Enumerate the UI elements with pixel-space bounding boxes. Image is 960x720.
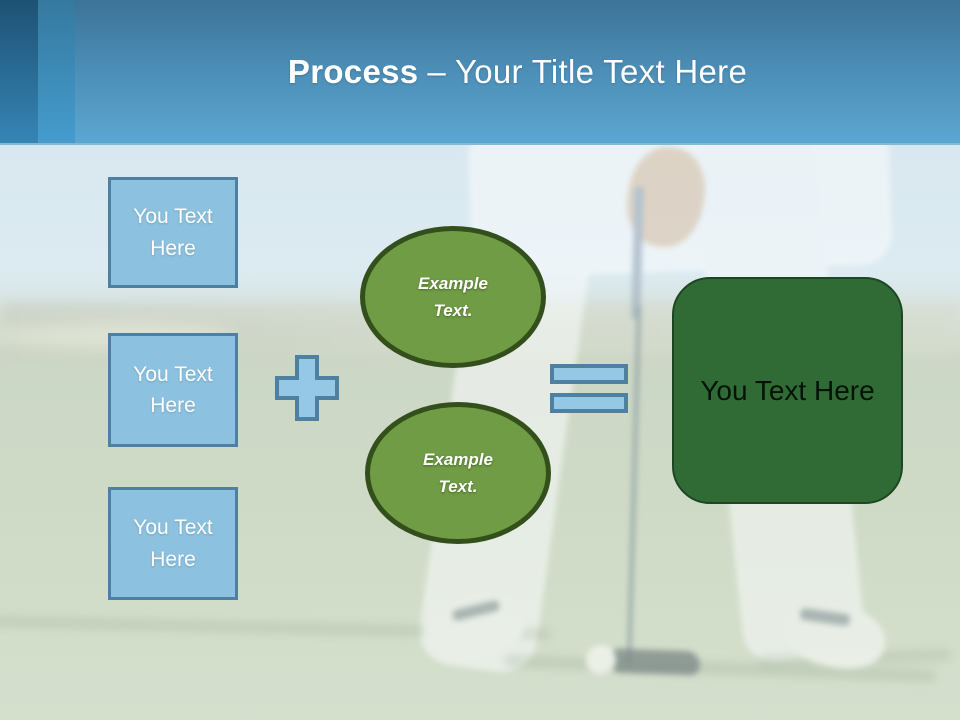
process-box-2[interactable]: You Text Here (108, 333, 238, 447)
slide-title-rest: – Your Title Text Here (427, 52, 748, 90)
accent-stripe-mid (38, 0, 75, 143)
plus-icon (275, 355, 339, 421)
example-circle-2-label: Example Text. (423, 449, 493, 496)
golfer-photo (0, 113, 960, 720)
slide-title[interactable]: Process – Your Title Text Here (75, 0, 960, 143)
accent-stripe-dark (0, 0, 38, 143)
result-box-label: You Text Here (700, 374, 875, 406)
example-circle-1-label: Example Text. (418, 273, 488, 320)
header-band: Process – Your Title Text Here (0, 0, 960, 145)
equals-bar-top (550, 364, 628, 384)
process-box-3-label: You Text Here (133, 516, 213, 571)
process-box-1[interactable]: You Text Here (108, 177, 238, 288)
process-box-3[interactable]: You Text Here (108, 487, 238, 600)
slide-title-keyword: Process (287, 52, 419, 90)
equals-bar-bottom (550, 393, 628, 413)
result-box[interactable]: You Text Here (672, 277, 903, 504)
example-circle-2[interactable]: Example Text. (365, 402, 551, 544)
process-box-1-label: You Text Here (133, 205, 213, 260)
equals-icon (550, 364, 628, 413)
golf-ball (586, 645, 616, 675)
example-circle-1[interactable]: Example Text. (360, 226, 546, 368)
process-box-2-label: You Text Here (133, 362, 213, 418)
